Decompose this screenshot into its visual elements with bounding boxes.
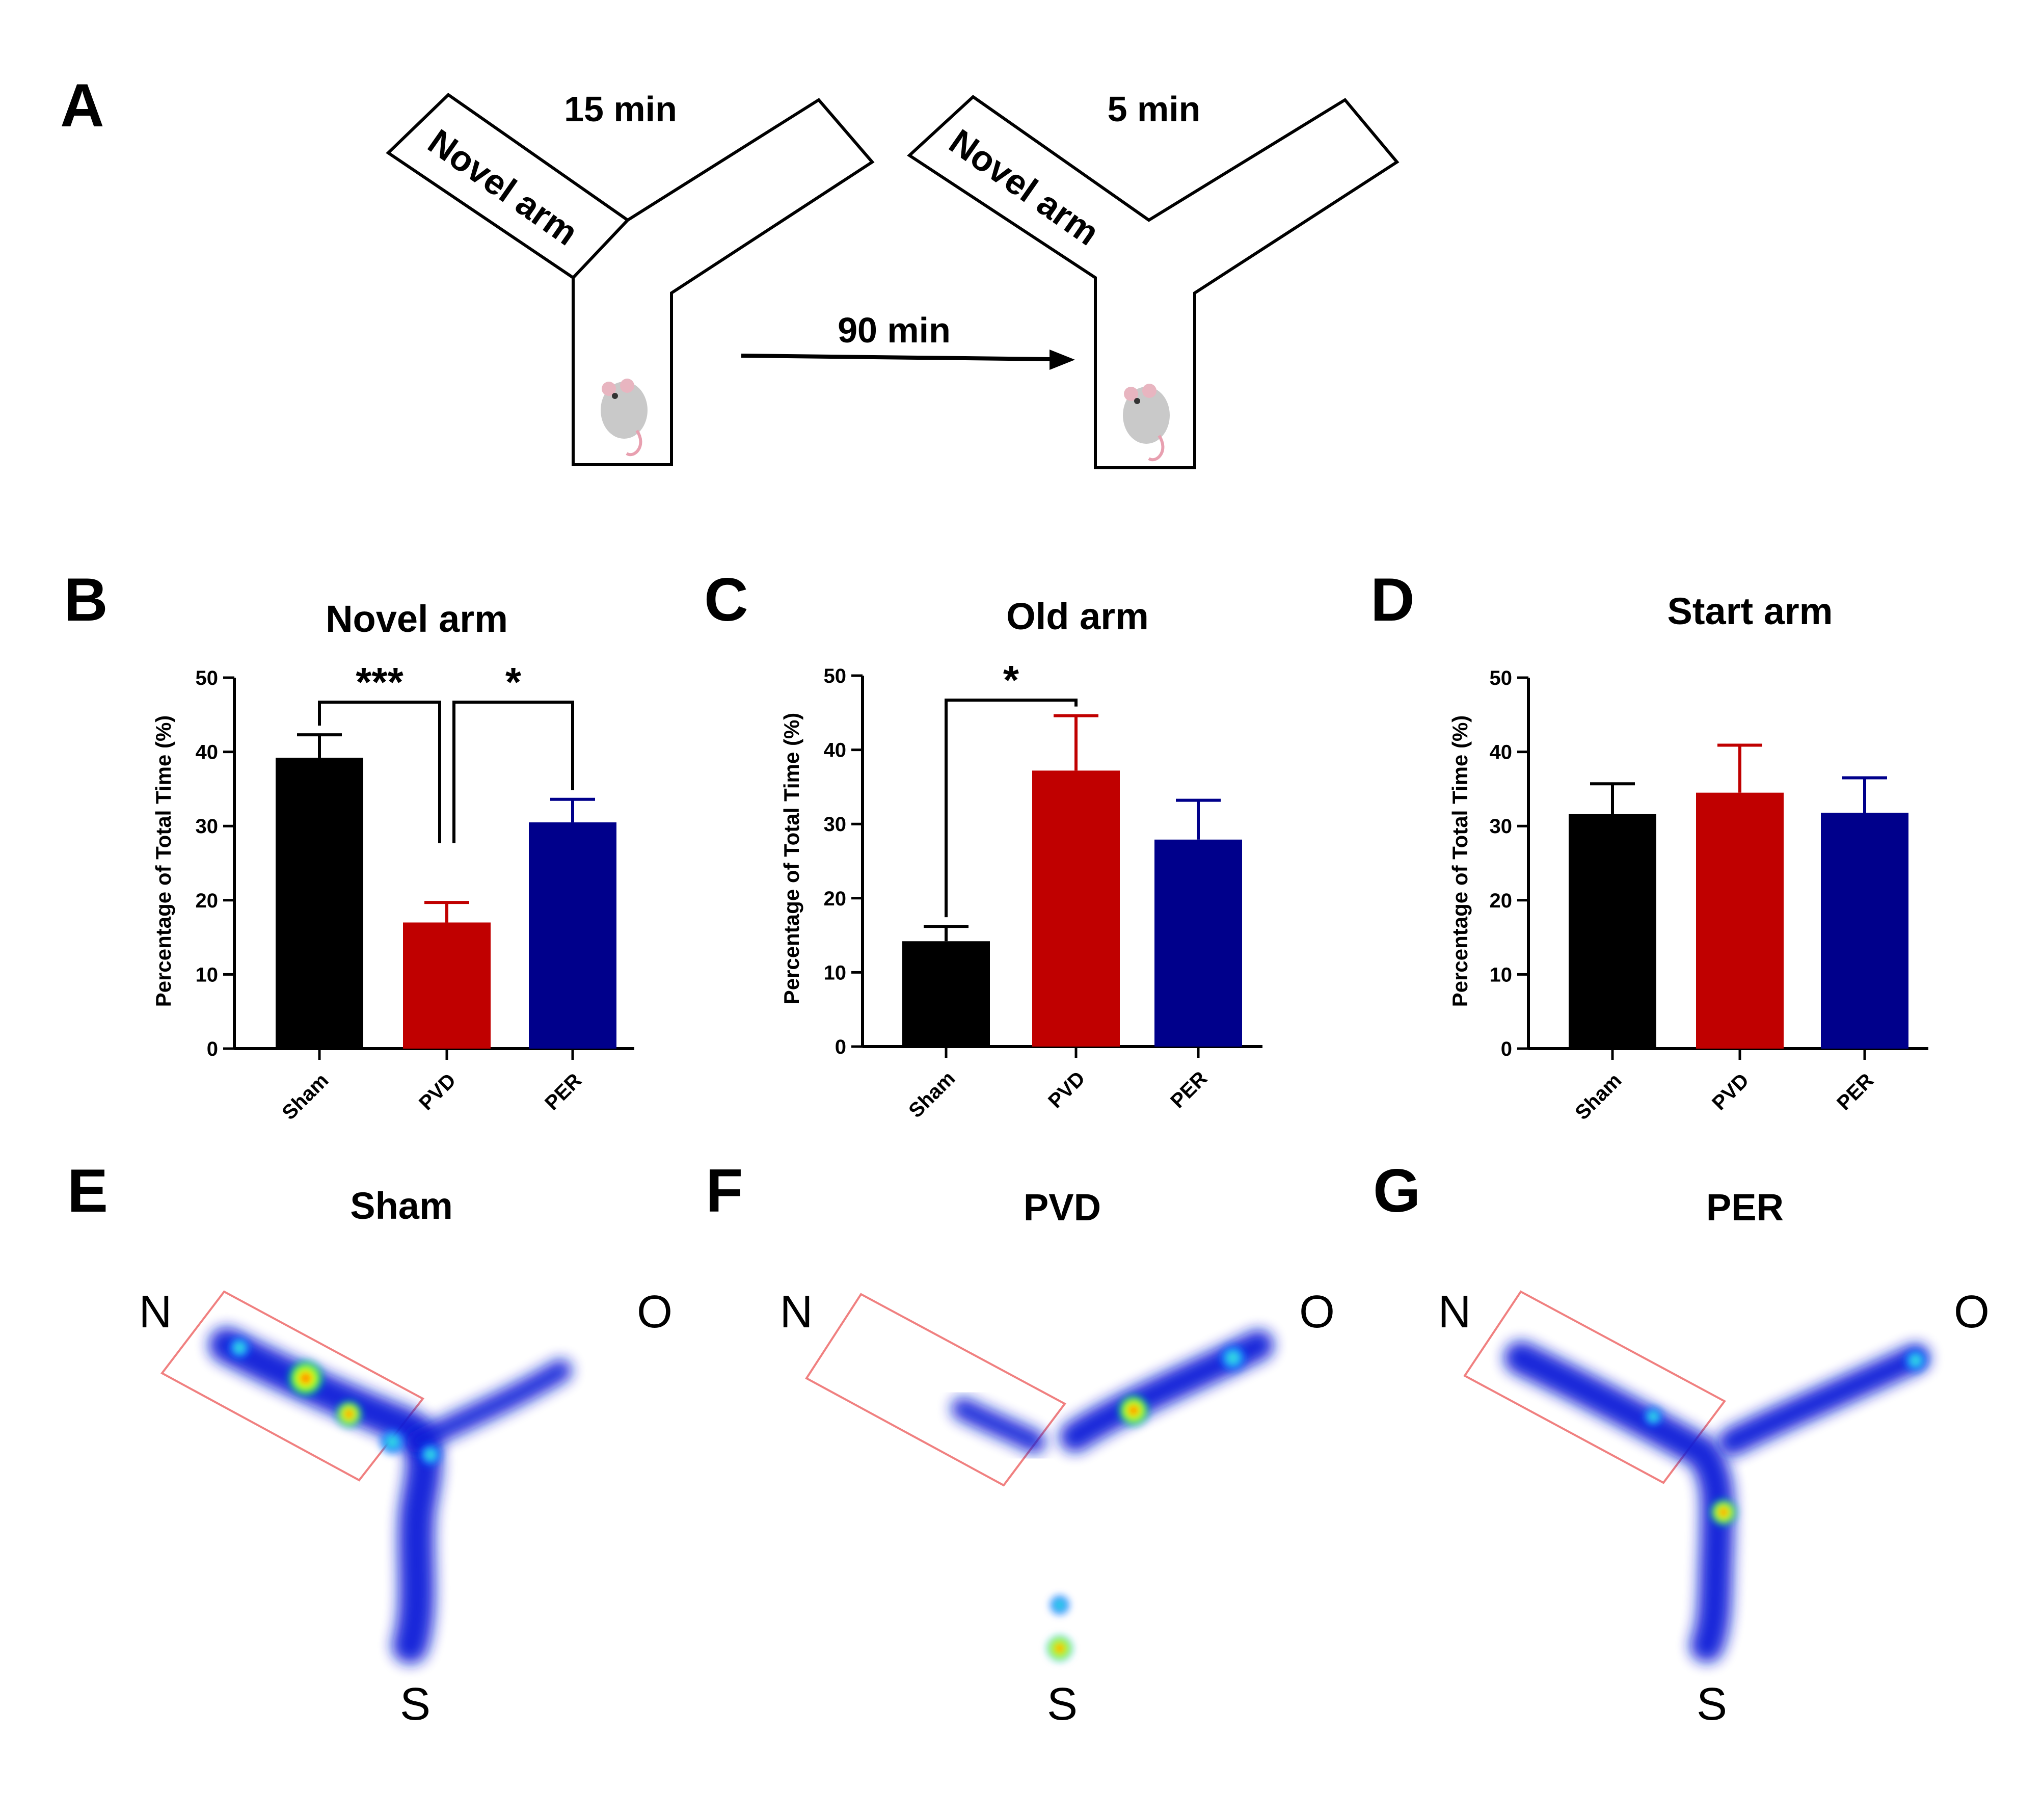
heatmap-pvd: PVD N O S <box>780 1186 1335 1730</box>
panel-letter-b: B <box>64 566 108 634</box>
heatmap-s-label: S <box>1697 1679 1727 1730</box>
panel-letter-f: F <box>706 1157 743 1225</box>
bar-sham <box>902 941 990 1047</box>
chart-title: Novel arm <box>326 598 508 640</box>
heatmap-o-label: O <box>637 1287 673 1338</box>
y-tick-label: 30 <box>196 815 219 838</box>
bar-pvd <box>1696 792 1784 1049</box>
bar-sham <box>276 758 363 1049</box>
chart-title: Old arm <box>1006 595 1149 637</box>
occupancy-heat <box>209 1327 572 1664</box>
novel-arm-barrier-left <box>572 219 629 279</box>
y-tick-label: 0 <box>207 1038 218 1060</box>
y-tick-label: 0 <box>835 1036 846 1058</box>
y-tick-label: 40 <box>196 741 219 764</box>
y-axis-label: Percentage of Total Time (%) <box>151 715 175 1007</box>
chart-novel-arm: Novel arm Percentage of Total Time (%) 0… <box>151 598 634 1124</box>
y-tick-label: 50 <box>824 665 847 687</box>
heatmap-n-label: N <box>780 1287 813 1338</box>
x-tick-label: Sham <box>1571 1069 1626 1124</box>
x-tick-label: PER <box>1833 1069 1878 1114</box>
bar-per <box>1821 812 1908 1049</box>
heatmap-s-label: S <box>400 1679 431 1730</box>
heatmap-title: Sham <box>350 1185 453 1227</box>
protocol-diagram: Novel arm 15 min Novel arm 5 min 90 min <box>386 89 1400 469</box>
panel-letter-c: C <box>704 566 748 634</box>
chart-start-arm: Start arm Percentage of Total Time (%) 0… <box>1448 590 1928 1124</box>
y-tick-label: 50 <box>1490 667 1513 689</box>
novel-arm-outline <box>160 1290 425 1482</box>
x-tick-label: Sham <box>278 1069 333 1124</box>
mouse-icon-left <box>601 379 648 457</box>
heatmap-n-label: N <box>1438 1287 1471 1338</box>
x-tick-label: PVD <box>1044 1067 1089 1112</box>
interval-arrow <box>741 354 1053 361</box>
y-tick-label: 30 <box>1490 815 1513 838</box>
heatmap-o-label: O <box>1954 1287 1989 1338</box>
y-tick-label: 40 <box>1490 741 1513 764</box>
significance-label: *** <box>356 659 404 705</box>
chart-old-arm: Old arm Percentage of Total Time (%) 0 10… <box>779 595 1262 1122</box>
bar-pvd <box>1032 770 1120 1047</box>
bar-per <box>1154 839 1242 1047</box>
significance-label: * <box>1003 657 1019 703</box>
y-tick-label: 20 <box>196 890 219 912</box>
significance-bracket <box>945 699 1078 918</box>
y-tick-label: 10 <box>196 964 219 986</box>
y-maze-right <box>907 95 1400 469</box>
x-tick-label: PER <box>1166 1067 1212 1112</box>
panel-letter-d: D <box>1370 566 1415 634</box>
y-tick-label: 40 <box>824 739 847 762</box>
y-tick-label: 20 <box>1490 890 1513 912</box>
heatmap-title: PVD <box>1024 1186 1101 1228</box>
significance-bracket <box>452 701 574 843</box>
heatmap-o-label: O <box>1299 1287 1335 1338</box>
heatmap-title: PER <box>1706 1186 1784 1228</box>
bar-sham <box>1569 814 1656 1049</box>
mouse-icon-right <box>1123 384 1170 462</box>
heatmap-per: PER N O S <box>1438 1186 1990 1730</box>
bar-per <box>529 822 616 1049</box>
significance-label: * <box>505 659 522 705</box>
panel-letter-g: G <box>1373 1157 1420 1225</box>
panel-letter-a: A <box>60 71 104 140</box>
y-tick-label: 20 <box>824 888 847 910</box>
y-tick-label: 50 <box>196 667 219 689</box>
novel-arm-outline <box>1463 1290 1726 1484</box>
interval-arrow-head <box>1050 350 1075 370</box>
y-axis-label: Percentage of Total Time (%) <box>779 713 803 1005</box>
y-axis-label: Percentage of Total Time (%) <box>1448 715 1472 1007</box>
x-tick-label: PVD <box>415 1069 460 1114</box>
y-maze-left <box>386 93 875 466</box>
occupancy-heat <box>1504 1341 1930 1663</box>
bar-pvd <box>403 922 491 1049</box>
panel-letter-e: E <box>67 1157 108 1225</box>
x-tick-label: Sham <box>904 1067 959 1122</box>
heatmap-s-label: S <box>1047 1679 1078 1730</box>
right-time-label: 5 min <box>1108 89 1201 129</box>
left-time-label: 15 min <box>564 89 677 129</box>
y-tick-label: 10 <box>1490 964 1513 986</box>
x-tick-label: PER <box>541 1069 586 1114</box>
interval-label: 90 min <box>838 310 951 350</box>
y-tick-label: 10 <box>824 961 847 984</box>
y-tick-label: 30 <box>824 813 847 836</box>
heatmap-sham: Sham N O S <box>139 1185 673 1730</box>
heatmap-n-label: N <box>139 1287 172 1338</box>
y-tick-label: 0 <box>1501 1038 1512 1060</box>
chart-title: Start arm <box>1668 590 1833 632</box>
significance-bracket <box>318 701 441 843</box>
x-tick-label: PVD <box>1708 1069 1753 1114</box>
novel-arm-label-left: Novel arm <box>421 121 585 253</box>
occupancy-heat <box>951 1330 1274 1663</box>
novel-arm-outline <box>805 1293 1066 1487</box>
novel-arm-label-right: Novel arm <box>942 121 1106 253</box>
